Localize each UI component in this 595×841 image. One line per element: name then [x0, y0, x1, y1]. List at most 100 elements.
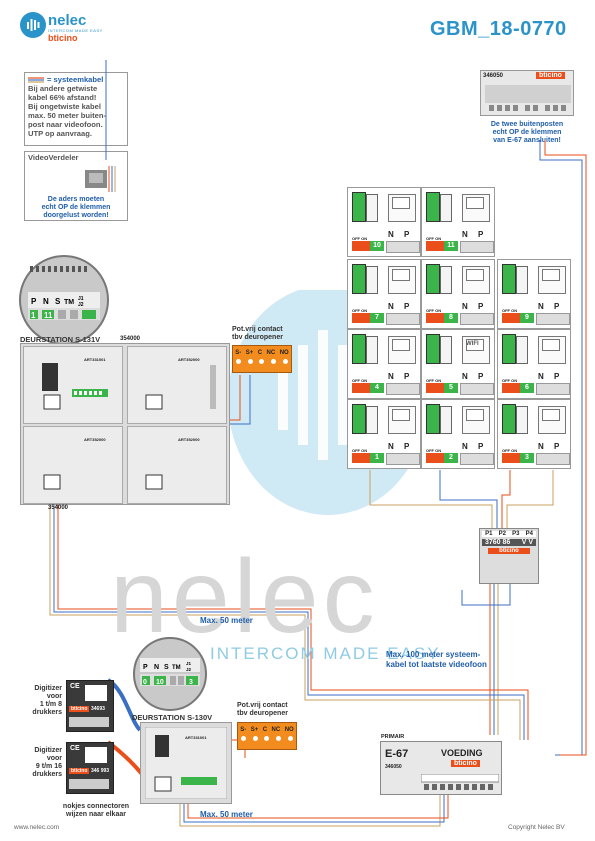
- nelec-logo-icon: [20, 12, 46, 38]
- document-code: GBM_18-0770: [430, 18, 567, 40]
- lower-station-part-top: 354000: [48, 505, 69, 511]
- distance-max100-line: kabel tot laatste videofoon: [386, 660, 487, 669]
- vp-offon: OFF ON: [352, 378, 368, 383]
- upper-contact-title: Pot.vrij contact tbv deuropener: [232, 326, 283, 342]
- digitizer-label-line: drukkers: [32, 771, 62, 778]
- videophone-number: 7: [370, 313, 384, 323]
- vp-n: N: [538, 372, 544, 381]
- zoom-value: 3: [189, 679, 193, 686]
- module-article: ART352000: [178, 357, 200, 362]
- power-part: 346050: [385, 764, 402, 770]
- digitizer-part: 34693: [91, 706, 105, 712]
- cable-note-box: = systeemkabel Bij andere getwiste kabel…: [24, 72, 128, 146]
- video-splitter-note-line: De aders moeten: [47, 196, 105, 203]
- top-power-terminals: [485, 85, 571, 111]
- videophone-number: 3: [520, 453, 534, 463]
- vp-offon: OFF ON: [426, 236, 442, 241]
- watermark-tagline: INTERCOM MADE EASY: [210, 644, 441, 663]
- vp-p: P: [404, 442, 410, 451]
- distance-max50-lower: Max. 50 meter: [200, 810, 253, 819]
- vp-p: P: [478, 442, 484, 451]
- station-module: ART352000: [23, 426, 123, 504]
- vp-p: P: [478, 302, 484, 311]
- zoom-value: 0: [143, 679, 147, 686]
- videophone-number: 2: [444, 453, 458, 463]
- station-module: ART352000: [127, 346, 227, 424]
- module-drawing: [145, 365, 216, 410]
- video-splitter-box: VideoVerdeler De aders moeten echt OP de…: [24, 151, 128, 221]
- wifi-badge: WIFI: [466, 341, 479, 347]
- video-distributor: P1 P2 P3 P4 3760 86 V V bticino: [479, 528, 539, 584]
- station-module: ART331001: [23, 346, 123, 424]
- zoom-terminal-label: J2: [78, 302, 84, 308]
- module-drawing: [43, 474, 61, 490]
- contact-terminal: C: [257, 350, 263, 356]
- connector-note: nokjes connectoren wijzen naar elkaar: [60, 803, 132, 819]
- top-right-note-line: van E-67 aansluiten!: [493, 137, 561, 144]
- cable-note-line: kabel 66% afstand!: [28, 93, 97, 102]
- vp-n: N: [538, 302, 544, 311]
- digitizer-label-line: 9 t/m 16: [35, 763, 62, 770]
- cable-note-line: post naar videofoon.: [28, 120, 103, 129]
- vp-p: P: [554, 302, 560, 311]
- contact-title-line: Pot.vrij contact: [232, 326, 283, 333]
- vp-offon: OFF ON: [426, 448, 442, 453]
- lower-contact-block: S- S+ C NC NO: [237, 722, 297, 750]
- vp-n: N: [462, 372, 468, 381]
- videophone-number: 1: [370, 453, 384, 463]
- distance-max100-line: Max. 100 meter systeem-: [386, 650, 481, 659]
- digitizer-label-line: voor: [46, 693, 62, 700]
- vp-p: P: [404, 372, 410, 381]
- lower-terminal-zoom: P N S TM J1 J2 0 10 3: [133, 637, 207, 711]
- contact-terminal: S+: [250, 727, 259, 733]
- videophone-cell: OFF ON 4 N P: [347, 329, 421, 399]
- vp-offon: OFF ON: [502, 448, 518, 453]
- vp-n: N: [388, 302, 394, 311]
- zoom-terminal-label: J1: [78, 296, 84, 302]
- cable-icon: [28, 76, 44, 83]
- vp-p: P: [554, 442, 560, 451]
- videophone-cell: OFF ON 5 N P WIFI: [421, 329, 495, 399]
- cable-note-line: Bij ongetwiste kabel: [28, 102, 102, 111]
- vp-p: P: [404, 230, 410, 239]
- vp-p: P: [478, 230, 484, 239]
- videophone-cell: OFF ON 6 N P: [497, 329, 571, 399]
- connector-note-line: wijzen naar elkaar: [66, 811, 126, 818]
- video-splitter-note-line: doorgelust worden!: [43, 212, 109, 219]
- connector-note-line: nokjes connectoren: [62, 803, 130, 810]
- vp-offon: OFF ON: [352, 448, 368, 453]
- digitizer-brand: bticino: [69, 706, 90, 712]
- upper-station-name: DEURSTATION S-131V: [20, 335, 101, 344]
- videophone-cell: OFF ON 2 N P: [421, 399, 495, 469]
- videophone-cell: OFF ON 3 N P: [497, 399, 571, 469]
- zoom-terminal-label: P: [31, 297, 37, 306]
- vp-n: N: [462, 442, 468, 451]
- vp-offon: OFF ON: [426, 378, 442, 383]
- logo-tagline: INTERCOM MADE EASY: [48, 28, 103, 33]
- digitizer-label-line: Digitizer: [34, 685, 62, 692]
- vp-p: P: [478, 372, 484, 381]
- module-article: ART352000: [178, 437, 200, 442]
- digitizer-label-line: Digitizer: [34, 747, 62, 754]
- vp-n: N: [388, 442, 394, 451]
- distributor-port: P3: [512, 531, 520, 537]
- vp-n: N: [388, 372, 394, 381]
- vp-offon: OFF ON: [352, 308, 368, 313]
- zoom-terminal-label: TM: [64, 299, 74, 306]
- vp-n: N: [462, 302, 468, 311]
- power-brand: bticino: [451, 760, 480, 767]
- distance-max100: Max. 100 meter systeem- kabel tot laatst…: [386, 650, 487, 670]
- zoom-value: 1: [31, 311, 36, 320]
- watermark-text: nelec: [110, 539, 379, 655]
- contact-title-line: tbv deuropener: [237, 710, 288, 717]
- module-drawing: [145, 474, 163, 490]
- distributor-brand: bticino: [488, 548, 530, 554]
- lower-station-name: DEURSTATION S-130V: [132, 713, 213, 722]
- digitizer-part: 346 993: [91, 768, 110, 774]
- zoom-terminal-label: S: [164, 664, 169, 671]
- distributor-vv: V V: [521, 539, 533, 546]
- footer-left: www.nelec.com: [14, 824, 60, 831]
- video-splitter-device-icon: [85, 166, 116, 192]
- video-splitter-note-line: echt OP de klemmen: [41, 204, 111, 211]
- videophone-cell: OFF ON 1 N P: [347, 399, 421, 469]
